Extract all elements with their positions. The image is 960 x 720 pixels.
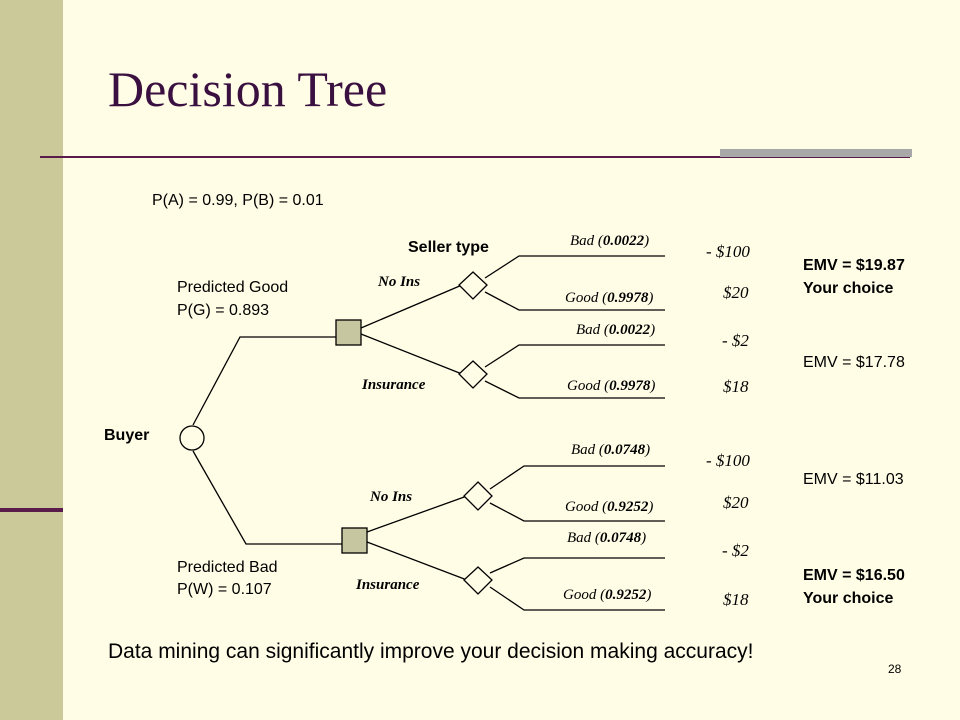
pg-ins-bad-prob: Bad (0.0022) — [576, 322, 656, 338]
pb-ins-good-prob: Good (0.9252) — [563, 587, 652, 603]
edge-pg-ins-good — [484, 380, 665, 399]
pg-noins-good-prob: Good (0.9978) — [565, 290, 654, 306]
title-rule-accent — [720, 149, 912, 157]
edge-buyer-good — [192, 336, 336, 426]
edge-pb-noins — [366, 495, 468, 533]
edge-pb-ins-good — [489, 586, 665, 611]
buyer-chance-node — [179, 425, 205, 451]
emv-pg-ins: EMV = $17.78 — [803, 354, 905, 371]
chance-node-pg-ins — [458, 360, 488, 389]
choice-pb: Your choice — [803, 590, 894, 607]
decision-node-bad — [341, 527, 368, 554]
pg-noins-label: No Ins — [378, 274, 421, 290]
edge-pg-noins-bad — [484, 255, 665, 279]
prior-probabilities: P(A) = 0.99, P(B) = 0.01 — [152, 192, 324, 209]
page-title: Decision Tree — [108, 61, 388, 117]
seller-type-label: Seller type — [408, 239, 489, 256]
edge-pb-noins-bad — [489, 465, 665, 490]
sidebar-bar — [0, 0, 63, 720]
chance-node-pb-noins — [463, 481, 493, 511]
pb-noins-label: No Ins — [370, 489, 413, 505]
predicted-good-label: Predicted Good — [177, 279, 289, 296]
predicted-good-prob: P(G) = 0.893 — [177, 302, 270, 319]
title-rule — [40, 156, 910, 158]
chance-node-pg-noins — [458, 271, 488, 300]
sidebar-accent — [0, 508, 63, 512]
edge-pg-ins-bad — [484, 344, 665, 368]
edge-pg-noins — [360, 284, 463, 329]
payoff-pg-ins-bad: - $2 — [722, 331, 749, 350]
edge-pb-ins — [366, 541, 468, 581]
pg-ins-good-prob: Good (0.9978) — [567, 378, 656, 394]
payoff-pg-ins-good: $18 — [723, 377, 749, 396]
payoff-pg-noins-good: $20 — [723, 283, 749, 302]
pb-noins-good-prob: Good (0.9252) — [565, 499, 654, 515]
edge-pg-noins-good — [484, 291, 665, 311]
pb-noins-bad-prob: Bad (0.0748) — [571, 442, 651, 458]
footer-statement: Data mining can significantly improve yo… — [108, 640, 754, 663]
edge-pb-ins-bad — [489, 557, 665, 574]
edge-pb-noins-good — [489, 502, 665, 522]
predicted-bad-prob: P(W) = 0.107 — [177, 581, 272, 598]
payoff-pb-ins-good: $18 — [723, 590, 749, 609]
choice-pg: Your choice — [803, 280, 894, 297]
edge-buyer-bad — [192, 450, 342, 545]
payoff-pb-ins-bad: - $2 — [722, 541, 749, 560]
payoff-pg-noins-bad: - $100 — [706, 242, 750, 261]
pb-ins-bad-prob: Bad (0.0748) — [567, 530, 647, 546]
pb-insurance-label: Insurance — [356, 577, 420, 593]
pg-noins-bad-prob: Bad (0.0022) — [570, 233, 650, 249]
page-number: 28 — [888, 662, 902, 676]
emv-pg-noins: EMV = $19.87 — [803, 257, 905, 274]
chance-node-pb-ins — [463, 566, 493, 595]
emv-pb-noins: EMV = $11.03 — [803, 471, 904, 488]
payoff-pb-noins-good: $20 — [723, 493, 749, 512]
emv-pb-ins: EMV = $16.50 — [803, 567, 905, 584]
pg-insurance-label: Insurance — [362, 377, 426, 393]
edge-pg-ins — [360, 333, 463, 375]
predicted-bad-label: Predicted Bad — [177, 559, 278, 576]
buyer-label: Buyer — [104, 427, 150, 444]
payoff-pb-noins-bad: - $100 — [706, 451, 750, 470]
decision-node-good — [335, 319, 362, 346]
